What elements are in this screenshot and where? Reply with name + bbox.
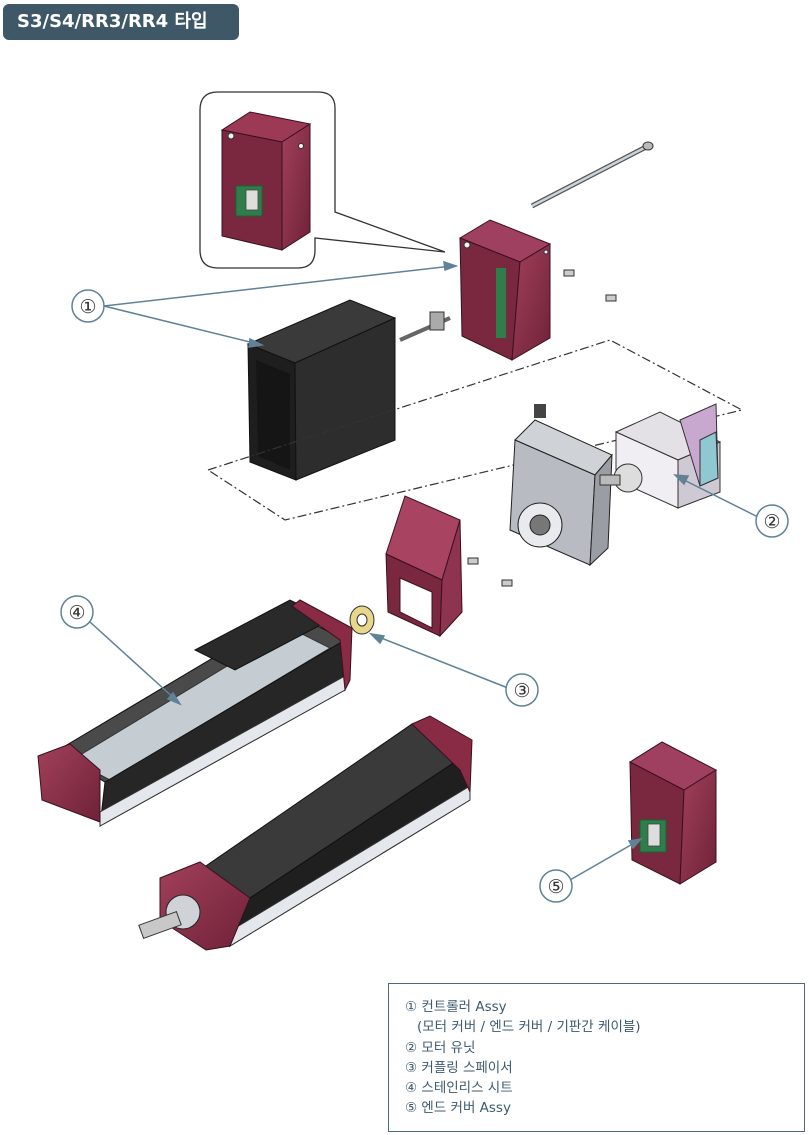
page-title: S3/S4/RR3/RR4 타입 [3, 4, 239, 40]
legend-item-1-detail: (모터 커버 / 엔드 커버 / 기판간 케이블) [417, 1019, 641, 1036]
detail-bubble [199, 91, 446, 269]
small-screws [467, 269, 617, 587]
legend-box: ① 컨트롤러 Assy (모터 커버 / 엔드 커버 / 기판간 케이블) ② … [388, 983, 805, 1132]
motor-unit [599, 403, 722, 509]
callout-3-label: ③ [513, 680, 530, 702]
callout-2-label: ② [763, 511, 780, 533]
callout-2: ② [755, 504, 789, 538]
actuator-body-lower [138, 715, 473, 951]
callout-4: ④ [60, 595, 94, 629]
leader-lines [89, 260, 761, 881]
callout-4-label: ④ [68, 602, 85, 624]
callout-3: ③ [505, 673, 539, 707]
coupling-cover [385, 495, 463, 638]
actuator-body-upper [37, 599, 353, 827]
assembly-outline [206, 339, 744, 521]
callout-5-label: ⑤ [547, 876, 564, 898]
coupling-spacer [349, 605, 375, 635]
legend-item-3: ③ 커플링 스페이서 [405, 1059, 513, 1076]
motor-cover-black [246, 299, 451, 481]
motor-bracket [509, 404, 613, 567]
detail-end-cover [220, 111, 312, 251]
callout-1-label: ① [79, 296, 96, 318]
controller-end-cover [458, 219, 552, 361]
legend-item-4: ④ 스테인리스 시트 [405, 1080, 513, 1097]
legend-item-5: ⑤ 엔드 커버 Assy [405, 1100, 511, 1117]
callout-1: ① [71, 289, 105, 323]
legend-item-2: ② 모터 유닛 [405, 1039, 476, 1056]
end-cover-assy [628, 741, 718, 885]
callout-5: ⑤ [539, 869, 573, 903]
long-rod [530, 141, 654, 209]
legend-item-1: ① 컨트롤러 Assy [405, 999, 507, 1015]
